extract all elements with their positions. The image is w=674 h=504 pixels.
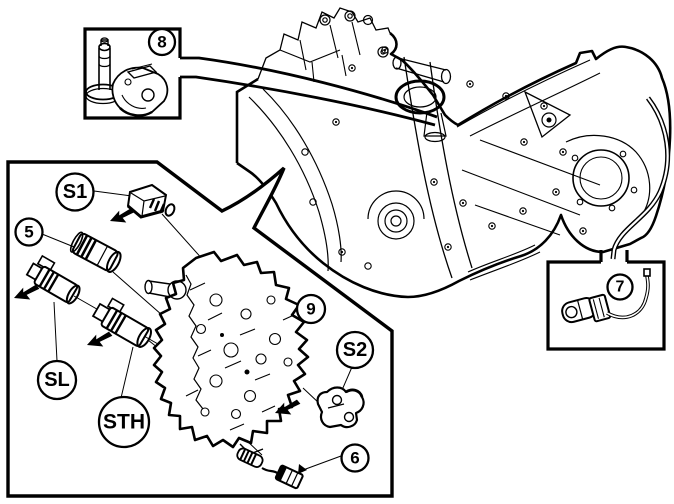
valve-body-ports [195,293,293,420]
dipstick-boss [392,56,452,85]
sensor-7-cable [610,96,671,260]
case-ribs [461,139,601,236]
bell-housing-arcs [248,88,342,272]
mount-bracket-outline [257,7,391,80]
part-7-speed-sensor [561,268,651,324]
transaxle-assembly-drawing [235,7,672,299]
crankshaft-hub [367,190,425,240]
callout-s2: S2 [335,330,375,370]
bell-housing-left-edge [235,77,259,163]
solenoid-5 [69,231,122,273]
callout-8: 8 [147,27,177,57]
part-s2-sensor [316,386,365,429]
callout-sl: SL [36,359,78,401]
callout-s1-label: S1 [63,181,87,203]
callout-5: 5 [14,217,44,247]
valve-body [144,250,310,455]
case-brace-bracket [523,90,572,139]
part-6-harness [236,447,307,490]
callout-s1: S1 [55,172,95,212]
mount-bracket-detail [279,21,361,83]
callout-7-label: 7 [616,279,625,296]
callout-6-label: 6 [350,449,359,468]
inset-box-7: 7 [546,250,666,351]
leader-lines-part-8 [180,56,438,127]
callout-sth-label: STH [103,411,145,434]
callout-5-label: 5 [24,223,33,242]
valve-body-ribs [185,282,295,431]
callout-6: 6 [340,443,370,473]
solenoid-sth [91,297,152,348]
case-top-ribs [456,59,601,137]
mount-bracket-bosses [319,10,389,58]
detail-box-valve-body: S1 5 SL STH 9 S2 6 [6,160,394,498]
inset-box-8: 8 [83,27,438,127]
pan-lines [467,244,541,281]
end-cover [565,134,651,216]
solenoid-sl [25,254,81,305]
bolt-heads [301,46,587,270]
callout-8-label: 8 [157,33,166,52]
case-parting-lines [403,56,473,279]
callout-9: 9 [295,293,327,325]
valve-body-casting-edge [185,274,204,410]
callout-sl-label: SL [44,369,70,391]
case-silhouette [236,31,672,299]
callout-s2-label: S2 [343,339,367,361]
part-8-position-switch [85,37,169,117]
oil-filler-ring [394,79,447,143]
callout-sth: STH [97,395,151,449]
callout-7: 7 [606,273,634,301]
callout-9-label: 9 [306,300,315,319]
